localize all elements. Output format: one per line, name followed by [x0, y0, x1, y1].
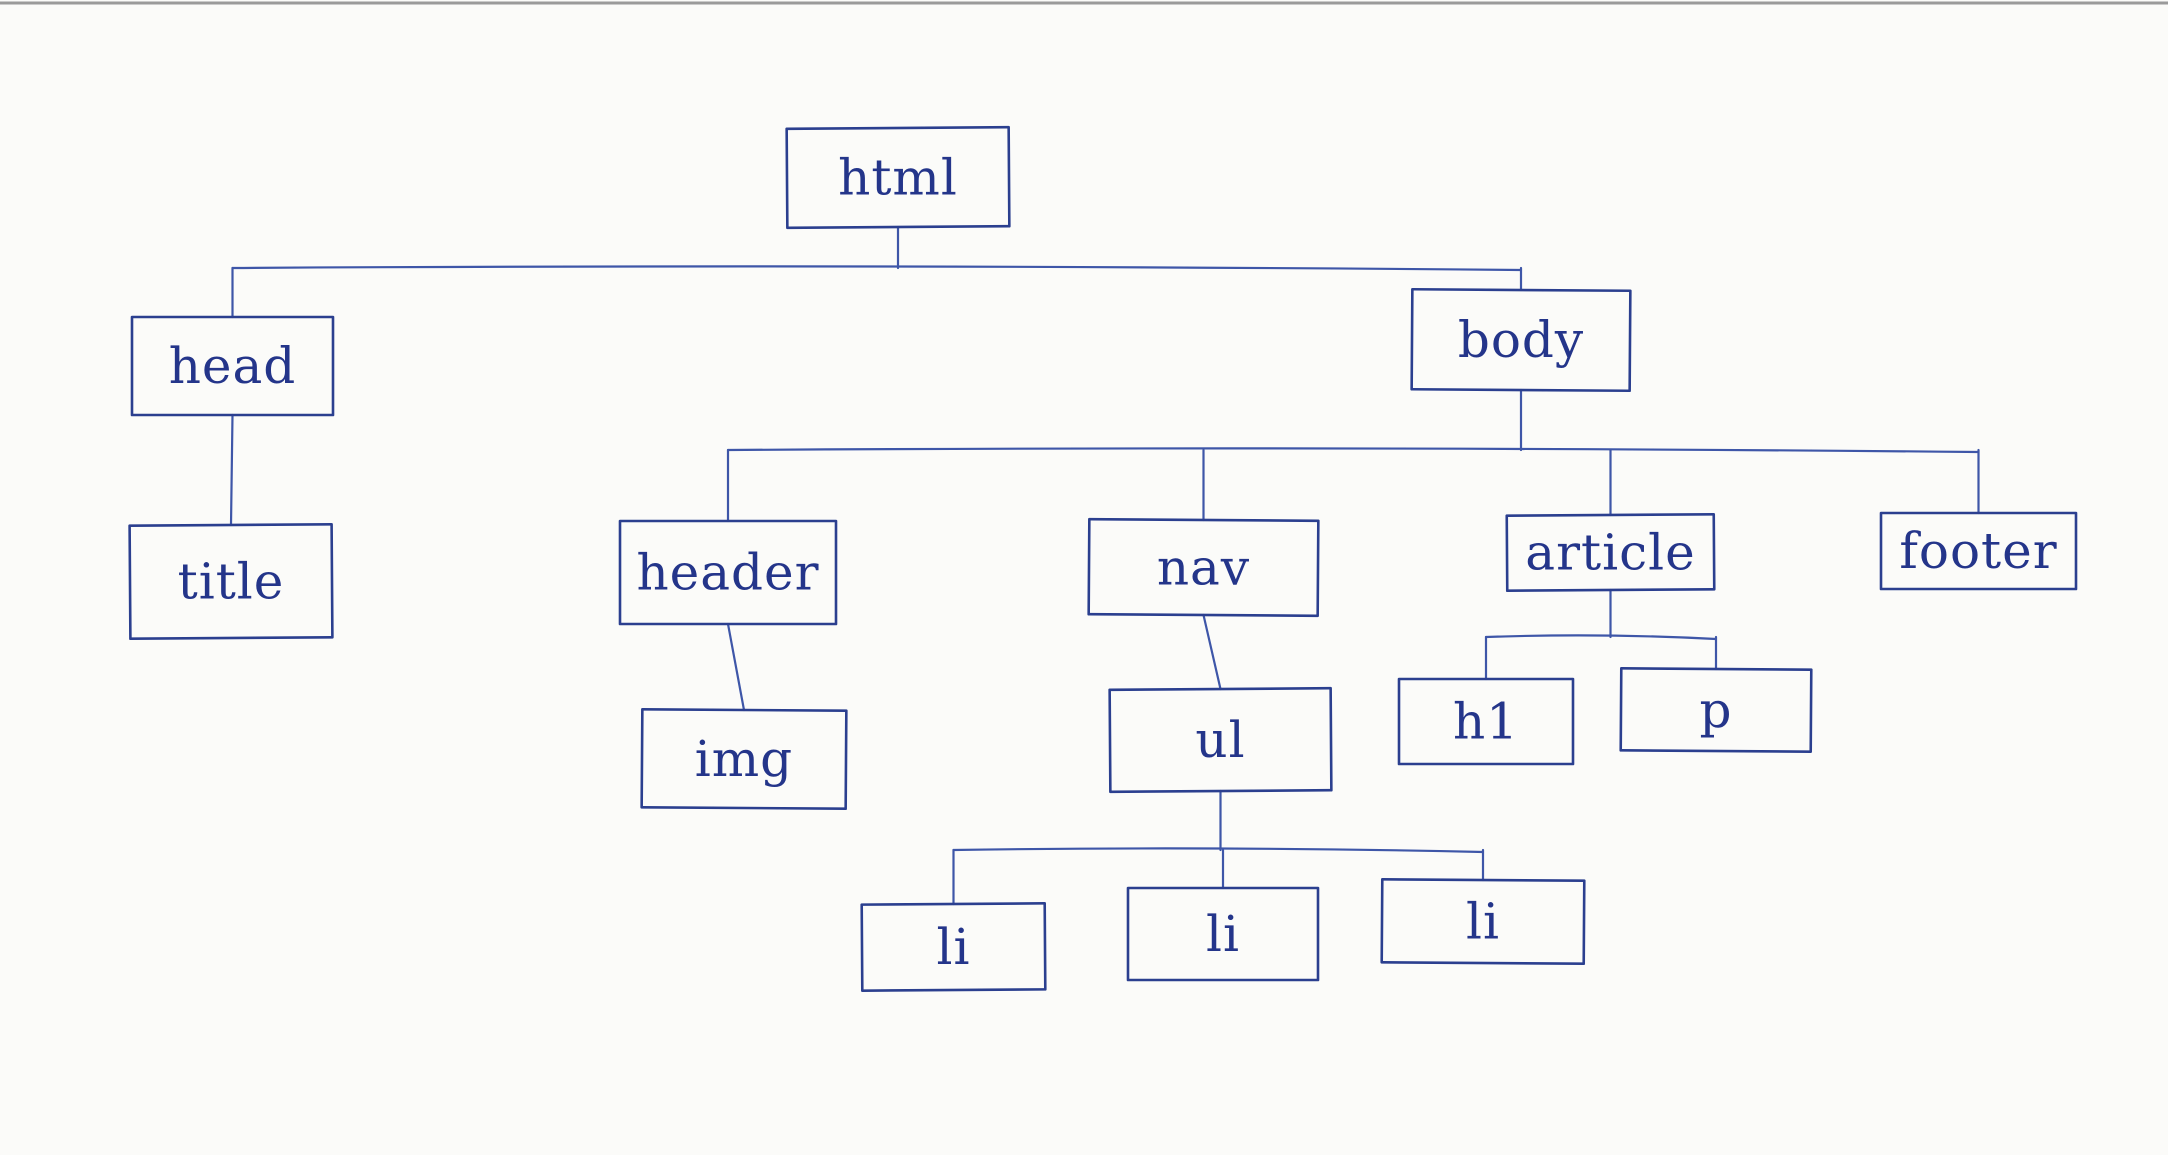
node-ul: ul: [1108, 686, 1333, 794]
node-article: article: [1505, 512, 1716, 593]
node-h1-box: [1397, 677, 1575, 766]
node-li1: li: [860, 902, 1047, 992]
node-nav: nav: [1087, 517, 1320, 618]
node-head-label: head: [169, 337, 297, 395]
edge-body-bus: [726, 447, 1980, 454]
node-head-box: [130, 315, 335, 417]
node-head: head: [130, 315, 335, 417]
node-body-label: body: [1458, 311, 1584, 369]
node-header-label: header: [636, 544, 819, 602]
node-p-box: [1619, 667, 1813, 753]
node-li2: li: [1126, 886, 1320, 982]
node-nav-label: nav: [1157, 539, 1250, 597]
node-h1-label: h1: [1453, 693, 1519, 751]
node-img: img: [640, 707, 848, 811]
node-footer: footer: [1879, 511, 2078, 591]
node-img-label: img: [695, 730, 793, 788]
node-li2-label: li: [1206, 905, 1240, 963]
node-html-label: html: [838, 149, 958, 207]
node-li1-box: [860, 902, 1047, 992]
tree-edges: [229, 225, 1980, 906]
edge-article-bus: [1484, 634, 1718, 641]
node-title: title: [128, 522, 334, 641]
node-ul-box: [1108, 686, 1333, 794]
node-li2-box: [1126, 886, 1320, 982]
node-li3-box: [1380, 877, 1586, 966]
tree-nodes: html head body title header nav article footer i…: [128, 125, 2078, 992]
node-body: body: [1410, 287, 1632, 393]
node-html: html: [785, 125, 1011, 230]
edge-html-bus: [231, 265, 1523, 272]
node-html-box: [785, 125, 1011, 230]
node-title-box: [128, 522, 334, 641]
node-img-box: [640, 707, 848, 811]
edge-nav-ul: [1202, 613, 1222, 691]
edge-ul-bus: [952, 847, 1485, 854]
node-li3: li: [1380, 877, 1586, 966]
node-li3-label: li: [1466, 893, 1500, 951]
node-p: p: [1619, 667, 1813, 753]
node-li1-label: li: [937, 918, 971, 976]
edge-header-img: [726, 622, 746, 712]
edge-head-title: [229, 413, 234, 527]
node-ul-label: ul: [1195, 711, 1245, 769]
node-title-label: title: [178, 553, 285, 611]
node-p-label: p: [1699, 681, 1732, 739]
node-footer-label: footer: [1899, 522, 2057, 580]
node-header: header: [618, 519, 838, 626]
node-header-box: [618, 519, 838, 626]
node-article-label: article: [1525, 524, 1695, 582]
node-footer-box: [1879, 511, 2078, 591]
node-article-box: [1505, 512, 1716, 593]
node-body-box: [1410, 287, 1632, 393]
node-h1: h1: [1397, 677, 1575, 766]
node-nav-box: [1087, 517, 1320, 618]
